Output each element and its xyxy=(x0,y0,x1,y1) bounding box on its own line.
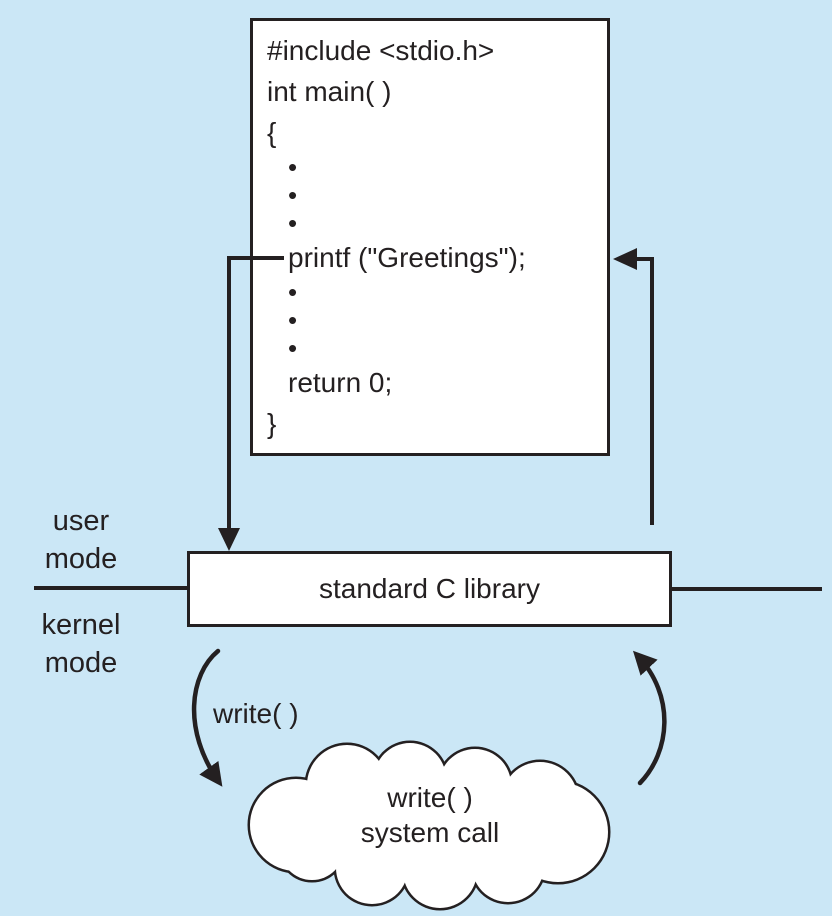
syscall-cloud-label-line1: write( ) xyxy=(387,782,473,813)
code-line: int main( ) xyxy=(267,76,392,107)
syscall-to-library-curved-arrow xyxy=(632,650,667,786)
kernel-mode-label-line2: mode xyxy=(44,647,118,679)
library-box-label: standard C library xyxy=(319,573,540,604)
user-mode-label-line2: mode xyxy=(44,543,118,575)
write-call-label: write( ) xyxy=(213,698,299,729)
code-line-return: return 0; xyxy=(288,367,393,398)
code-ellipsis-dot: • xyxy=(288,208,298,238)
code-listing: #include <stdio.h> int main( ) { • • • p… xyxy=(267,30,597,444)
printf-to-library-arrowhead-icon xyxy=(218,528,240,551)
code-ellipsis-dot: • xyxy=(288,277,298,307)
code-ellipsis-dot: • xyxy=(288,180,298,210)
syscall-cloud-label-line2: system call xyxy=(360,817,500,848)
library-to-printf-return-arrowhead-icon xyxy=(613,248,637,270)
code-line: #include <stdio.h> xyxy=(267,35,495,66)
printf-to-library-arrow xyxy=(227,256,284,532)
kernel-mode-label-line1: kernel xyxy=(41,609,121,641)
library-to-syscall-curved-arrow xyxy=(191,648,223,787)
cloud-shape xyxy=(247,740,611,911)
code-box xyxy=(250,18,610,456)
code-ellipsis-dot: • xyxy=(288,305,298,335)
syscall-cloud-label: write( ) system call xyxy=(278,780,582,850)
code-line: { xyxy=(267,117,277,148)
library-box xyxy=(187,551,672,627)
code-line-printf: printf ("Greetings"); xyxy=(288,242,526,273)
user-mode-label-line1: user xyxy=(52,505,110,537)
code-ellipsis-dot: • xyxy=(288,152,298,182)
code-line: } xyxy=(267,408,277,439)
kernel-mode-label: kernel mode xyxy=(22,606,140,682)
code-ellipsis-dot: • xyxy=(288,333,298,363)
user-mode-label: user mode xyxy=(22,502,140,578)
library-to-printf-return-arrow xyxy=(637,257,654,525)
